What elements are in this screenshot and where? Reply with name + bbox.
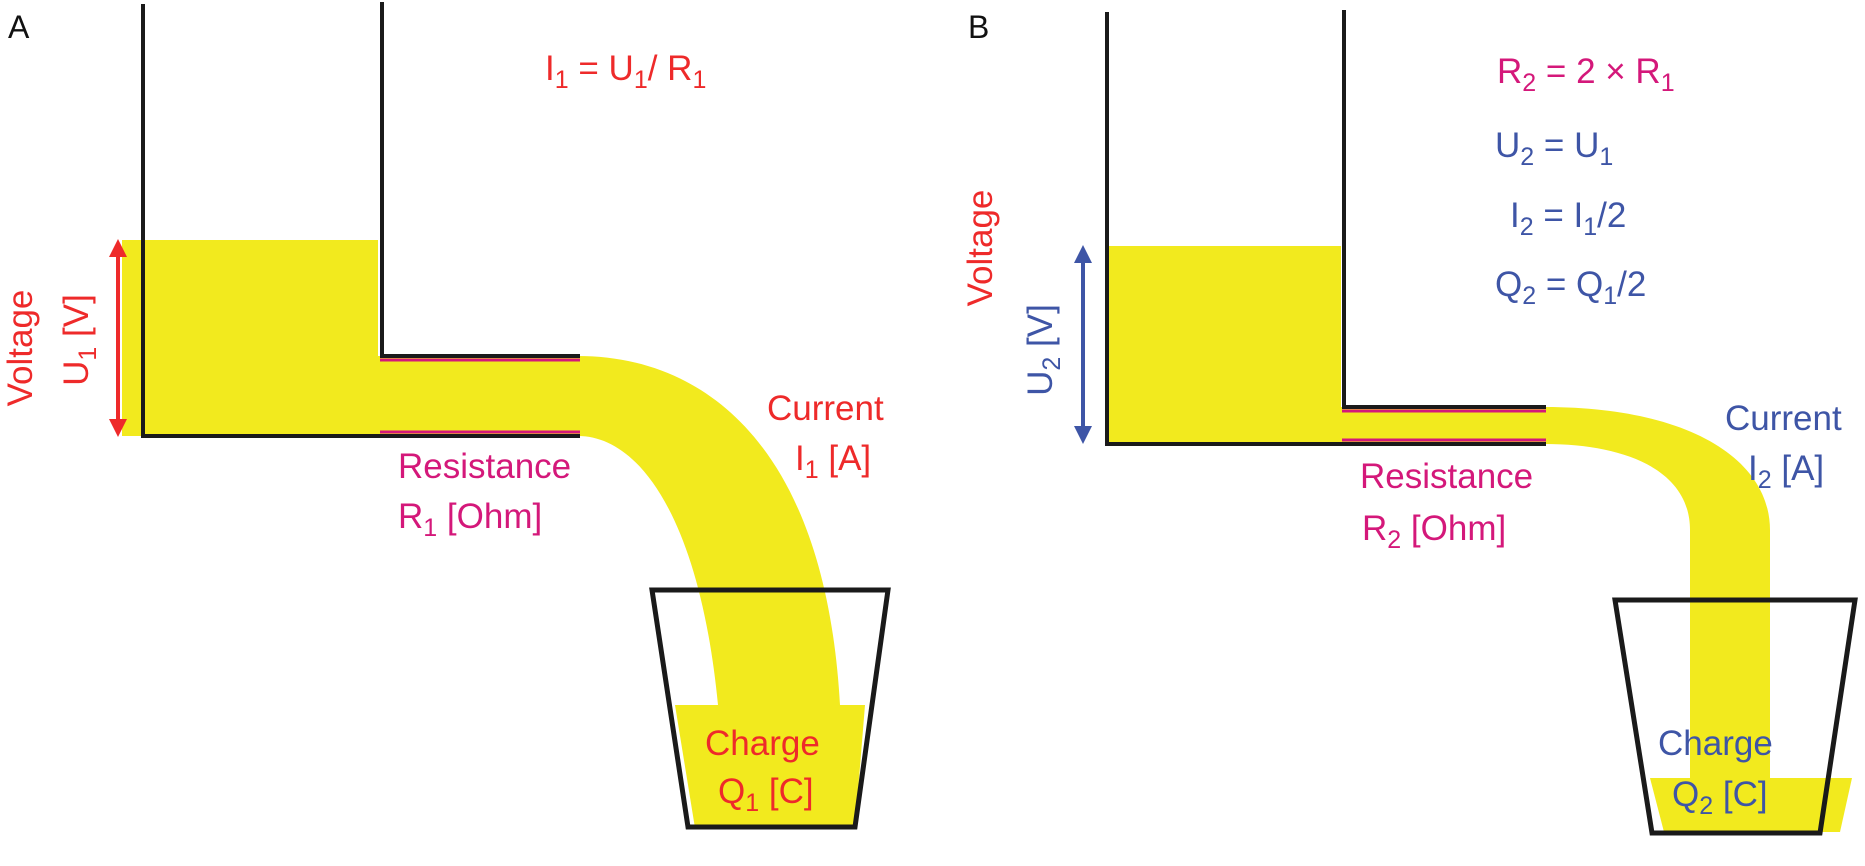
resistance-label-b: Resistance — [1360, 457, 1533, 496]
current-unit-label-b: I2 [A] — [1748, 449, 1824, 494]
panel-b: B Voltage U2 [V] R2 = 2 × R1 U2 = U1 I2 … — [961, 9, 1858, 836]
resistance-unit-label-a: R1 [Ohm] — [398, 497, 542, 542]
stream-b — [1545, 407, 1770, 778]
tank-a — [141, 2, 580, 438]
resistance-section-b — [1342, 409, 1546, 442]
charge-unit-label-a: Q1 [C] — [718, 772, 814, 817]
pipe-water-b — [1341, 407, 1545, 444]
current-unit-label-a: I1 [A] — [795, 439, 871, 484]
equation-r2: R2 = 2 × R1 — [1497, 52, 1675, 97]
stream-a — [578, 356, 840, 705]
tank-water-a — [122, 240, 378, 436]
formula-a: I1 = U1/ R1 — [545, 49, 706, 94]
current-label-a: Current — [767, 389, 884, 428]
cup-water-a — [675, 705, 865, 828]
charge-label-b: Charge — [1658, 724, 1773, 763]
equation-u2: U2 = U1 — [1495, 126, 1613, 171]
charge-unit-label-b: Q2 [C] — [1672, 775, 1768, 820]
water-a — [122, 240, 865, 828]
cup-b — [1612, 597, 1858, 836]
pipe-water-a — [378, 356, 578, 436]
charge-label-a: Charge — [705, 724, 820, 763]
voltage-unit-label-a: U1 [V] — [57, 294, 102, 386]
equation-i2: I2 = I1/2 — [1510, 196, 1626, 241]
panel-b-letter: B — [968, 9, 989, 45]
voltage-label-a: Voltage — [1, 290, 40, 407]
resistance-label-a: Resistance — [398, 447, 571, 486]
tank-b — [1105, 10, 1546, 446]
equation-q2: Q2 = Q1/2 — [1495, 265, 1646, 310]
resistance-section-a — [380, 358, 580, 434]
panel-a-letter: A — [8, 9, 30, 45]
panel-a: A Voltage U1 [V] I1 = U1/ R1 — [1, 2, 891, 830]
tank-water-b — [1108, 246, 1341, 444]
voltage-label-b: Voltage — [961, 190, 1000, 307]
water-b — [1108, 246, 1852, 832]
current-label-b: Current — [1725, 399, 1842, 438]
resistance-unit-label-b: R2 [Ohm] — [1362, 509, 1506, 554]
voltage-unit-label-b: U2 [V] — [1021, 304, 1066, 396]
cup-a — [649, 587, 891, 830]
cup-water-b — [1650, 778, 1852, 832]
